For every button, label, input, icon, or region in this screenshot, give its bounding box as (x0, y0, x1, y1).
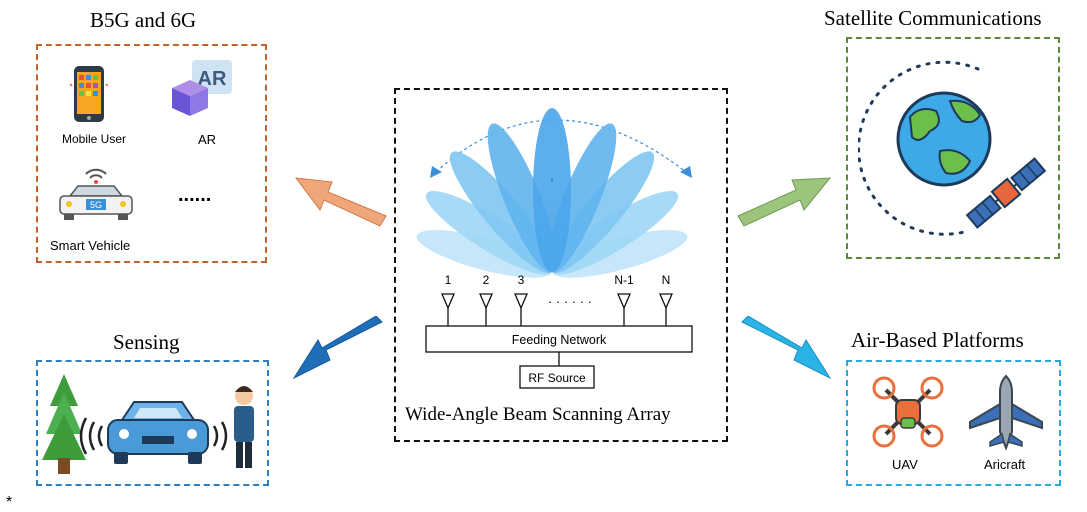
beam-lobes (416, 108, 688, 278)
sensing-scene-icon (42, 374, 254, 474)
car-plate-text: 5G (90, 200, 102, 210)
feeding-network-box (425, 325, 693, 353)
ar-badge-text: AR (198, 68, 227, 90)
aircraft-label: Aricraft (984, 457, 1026, 472)
uav-label: UAV (892, 457, 918, 472)
arrow-to-air (741, 316, 832, 380)
beam-array-diagram: 1 2 3 N-1 N · · · · · · Feeding Network … (416, 108, 693, 389)
arrow-to-b5g (294, 177, 387, 227)
center-caption: Wide-Angle Beam Scanning Array (405, 404, 671, 425)
air-panel: UAV Aricraft (846, 360, 1061, 486)
center-panel (394, 88, 728, 442)
antenna-dots: · · · · · · (548, 294, 592, 309)
smart-vehicle-icon: 5G (59, 168, 133, 220)
antenna-label-3: 3 (518, 273, 525, 287)
uav-icon (872, 376, 944, 448)
sensing-panel (36, 360, 269, 486)
antenna-elements (441, 293, 673, 326)
footnote-asterisk: * (6, 494, 13, 511)
b5g-panel: Mobile User AR AR 5G Smart Vehicle .....… (36, 44, 267, 263)
tree-icon (42, 374, 86, 474)
rf-source-label: RF Source (528, 371, 586, 385)
car-icon (107, 401, 209, 464)
mobile-phone-icon (70, 66, 108, 122)
antenna-label-1: 1 (445, 273, 452, 287)
feeding-network-label: Feeding Network (512, 333, 607, 347)
antenna-label-n: N (662, 273, 671, 287)
rf-source-box (519, 365, 595, 389)
antenna-label-n-1: N-1 (614, 273, 634, 287)
arrow-to-satellite (737, 177, 832, 227)
satellite-panel (846, 37, 1060, 259)
antenna-label-2: 2 (483, 273, 490, 287)
satellite-title: Satellite Communications (824, 6, 1042, 30)
person-icon (234, 386, 254, 468)
satellite-earth-icon (858, 60, 1047, 236)
air-title: Air-Based Platforms (851, 328, 1024, 352)
ar-icon: AR (172, 60, 232, 116)
b5g-title: B5G and 6G (90, 8, 197, 32)
more-dots: ...... (178, 184, 212, 206)
smart-vehicle-label: Smart Vehicle (50, 238, 131, 253)
arrow-to-sensing (292, 316, 383, 380)
sensing-title: Sensing (113, 330, 180, 354)
ar-label: AR (198, 132, 217, 147)
aircraft-icon (969, 374, 1043, 451)
mobile-user-label: Mobile User (62, 132, 127, 146)
